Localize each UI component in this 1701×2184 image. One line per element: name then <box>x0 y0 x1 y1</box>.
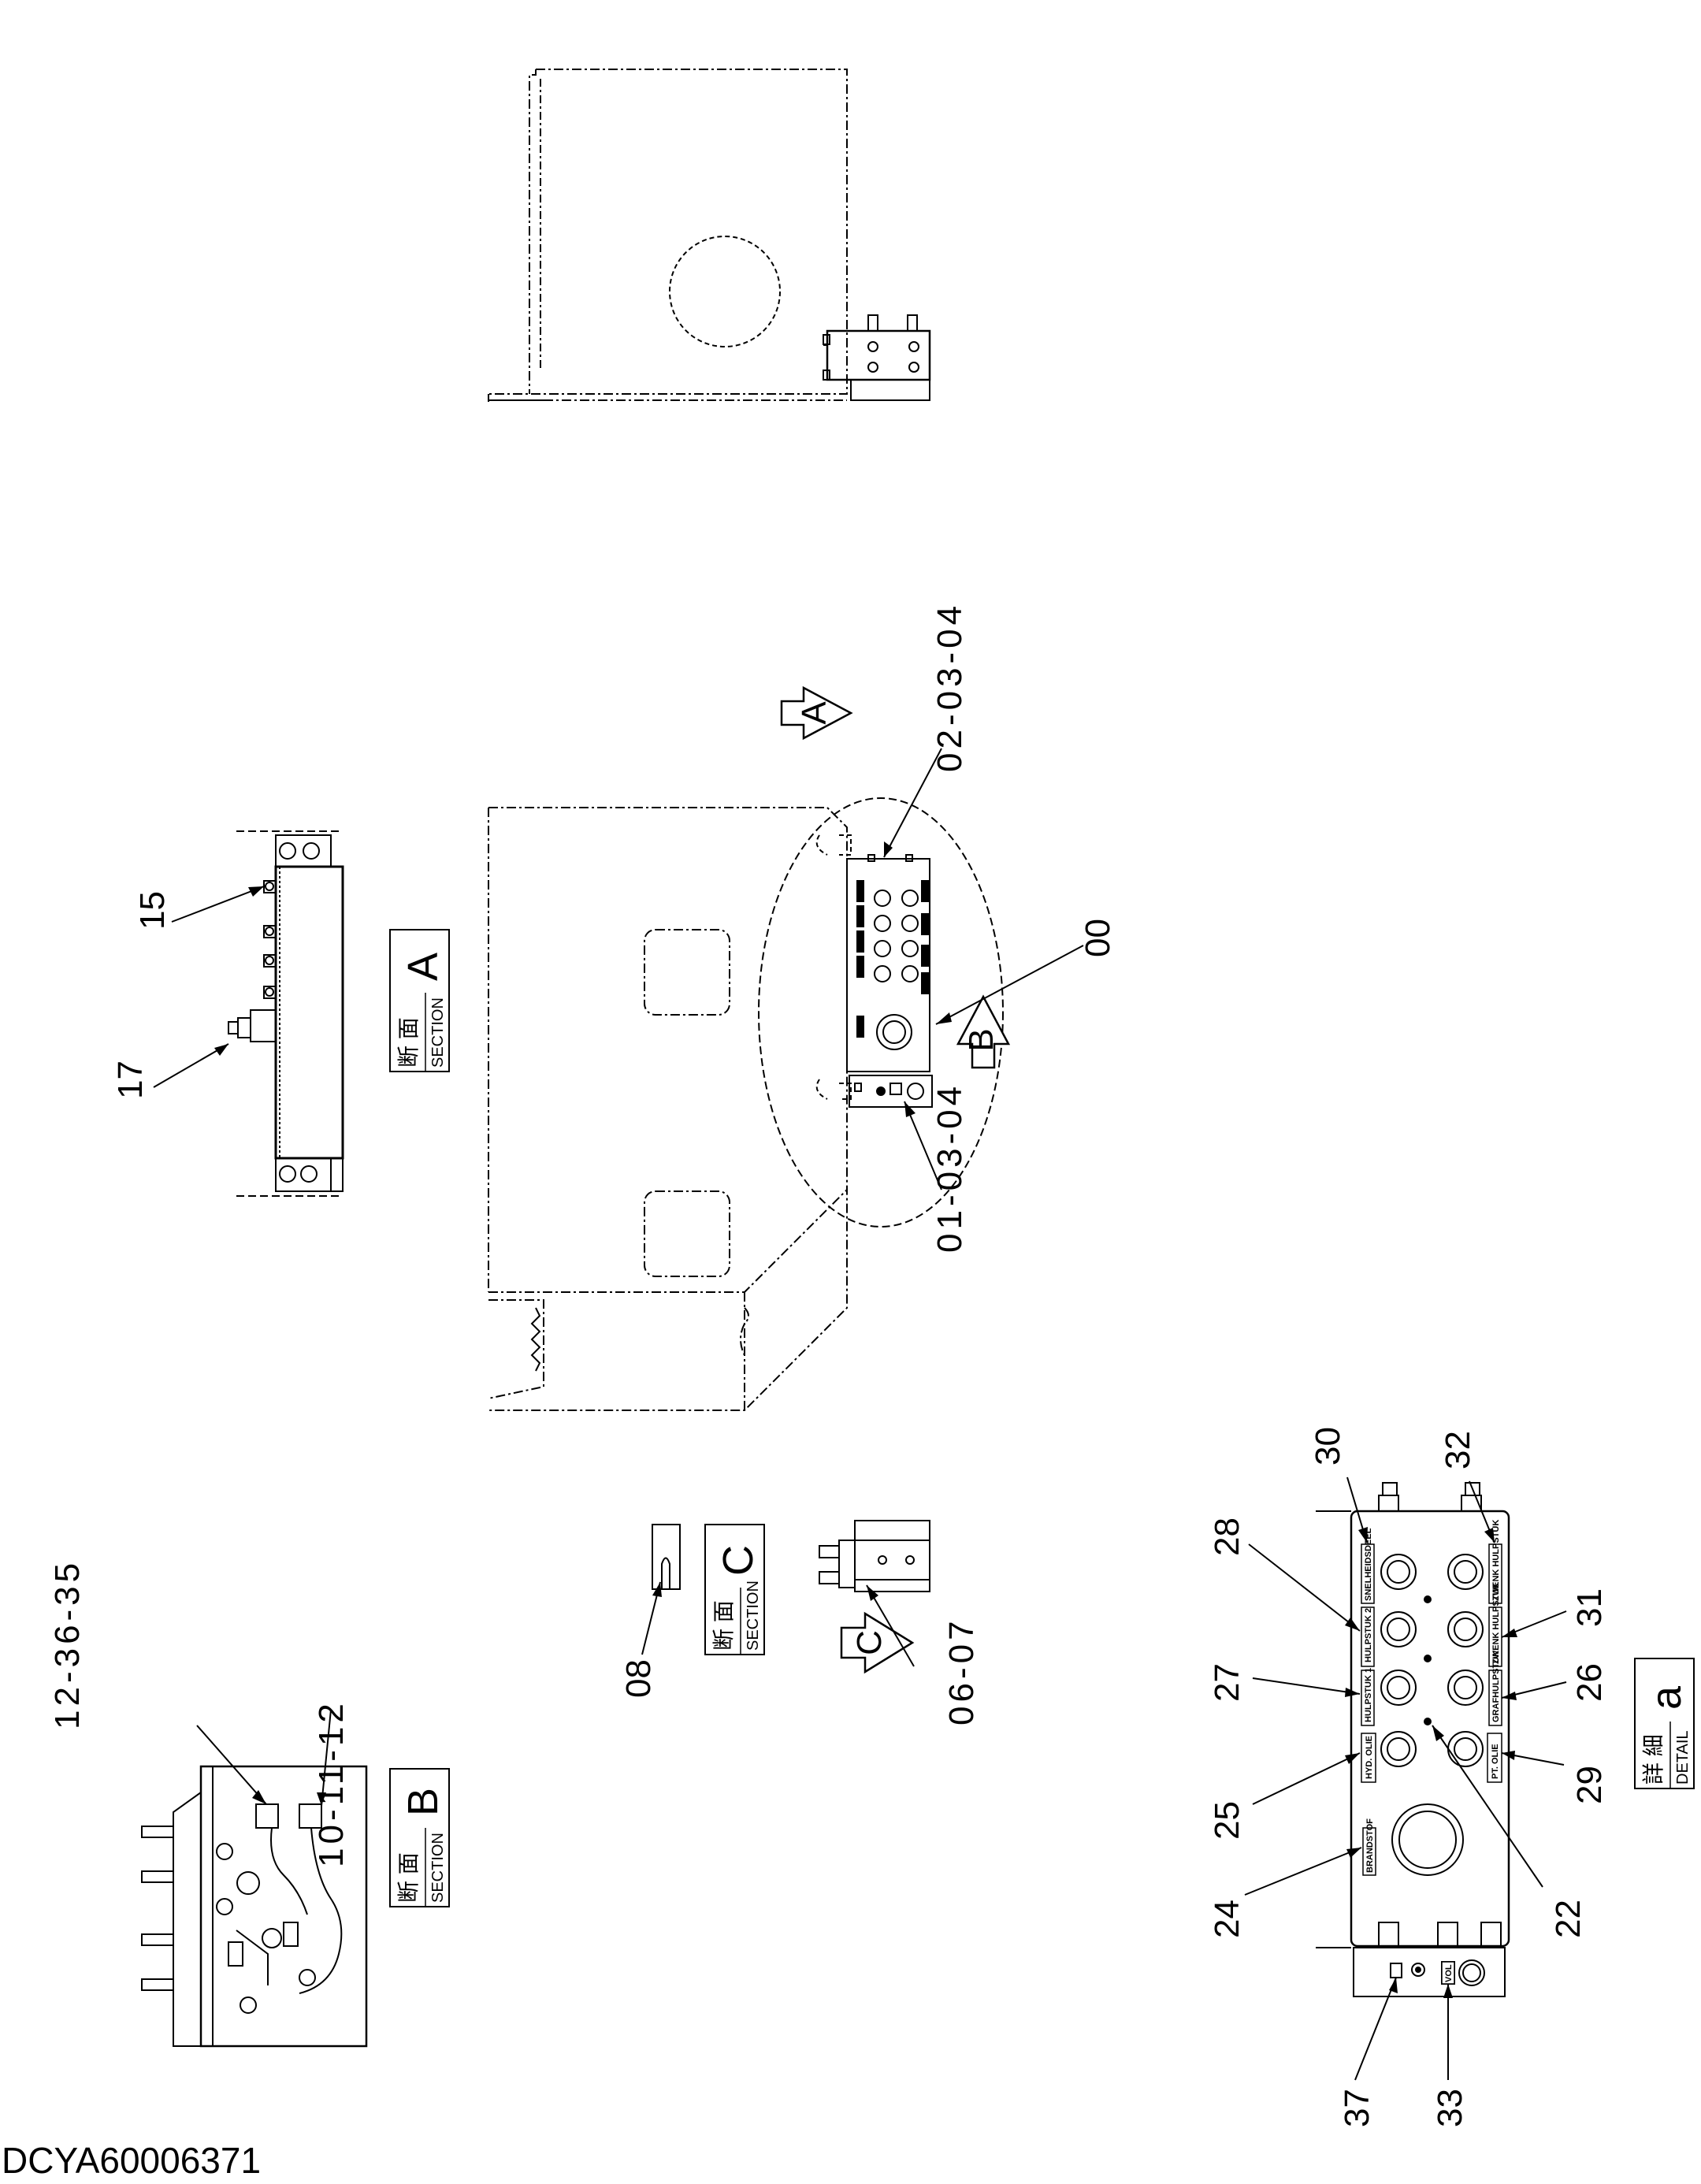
section-c-label: 断 面 SECTION C <box>704 1524 765 1655</box>
detail-arrowheads <box>1345 1527 1517 1998</box>
section-a-letter: A <box>399 953 447 981</box>
document-id: DCYA60006371 <box>2 2140 262 2181</box>
section-b-label: 断 面 SECTION B <box>389 1768 450 1907</box>
callout-27: 27 <box>1208 1663 1246 1702</box>
main-view-zigzag-edge <box>530 1307 541 1372</box>
callout-26: 26 <box>1570 1663 1609 1702</box>
tag-24: BRANDSTOF <box>1365 1818 1375 1873</box>
view-arrow-c: C <box>840 1611 915 1674</box>
detail-a-letter: a <box>1643 1685 1690 1710</box>
section-c-word: SECTION <box>745 1580 762 1651</box>
callout-12-36-35: 12-36-35 <box>48 1559 87 1729</box>
view-arrow-b: B <box>956 994 1011 1069</box>
section-a-kanji: 断 面 <box>396 1017 421 1068</box>
tag-30: SNELHEIDSDEEL <box>1364 1528 1373 1601</box>
main-view-panel <box>815 834 933 1108</box>
tag-28: HULPSTUK 2 <box>1364 1608 1373 1662</box>
tag-27: HULPSTUK 1 <box>1364 1668 1373 1722</box>
callout-22: 22 <box>1549 1900 1588 1938</box>
section-c-view-bracket <box>819 1520 930 1592</box>
callout-37: 37 <box>1338 2089 1376 2127</box>
callout-31: 31 <box>1570 1588 1609 1627</box>
callout-02-03-04: 02-03-04 <box>930 602 969 772</box>
top-view-bracket <box>823 314 931 401</box>
detail-a-word: DETAIL <box>1674 1730 1692 1785</box>
section-a-view <box>228 830 344 1197</box>
callout-00: 00 <box>1079 919 1117 957</box>
view-arrow-a-letter: A <box>795 701 834 725</box>
callout-01-03-04: 01-03-04 <box>930 1083 969 1253</box>
section-b-kanji: 断 面 <box>396 1852 421 1903</box>
tag-33: VOL <box>1444 1964 1454 1982</box>
section-b-letter: B <box>399 1788 447 1816</box>
callout-24: 24 <box>1208 1900 1246 1938</box>
section-c-view-small <box>652 1524 681 1590</box>
detail-tags: SNELHEIDSDEEL ZWENK HULPSTUK HULPSTUK 2 … <box>1361 1520 1502 1985</box>
tag-29: PT. OLIE <box>1491 1744 1500 1779</box>
section-c-letter: C <box>715 1545 762 1576</box>
detail-leaders <box>1244 1476 1567 2081</box>
section-a-label: 断 面 SECTION A <box>389 929 450 1072</box>
tag-25: HYD. OLIE <box>1365 1736 1374 1779</box>
tag-26: GRAFHULPSTUK <box>1491 1651 1501 1722</box>
detail-a-panel <box>1316 1482 1510 1997</box>
main-view-cab-outline <box>488 807 848 1411</box>
tag-31: ZWENK HULPSTUK <box>1491 1583 1501 1664</box>
top-view <box>488 69 931 402</box>
section-b-leaders <box>196 1709 332 1807</box>
section-a-word: SECTION <box>429 997 447 1068</box>
detail-a-kanji: 詳 細 <box>1641 1734 1666 1785</box>
callout-25: 25 <box>1208 1801 1246 1840</box>
callout-32: 32 <box>1439 1431 1477 1469</box>
section-b-word: SECTION <box>429 1833 447 1903</box>
detail-a-label: 詳 細 DETAIL a <box>1634 1658 1695 1789</box>
callout-33: 33 <box>1431 2089 1469 2127</box>
callout-15: 15 <box>133 891 172 930</box>
section-b-view <box>141 1765 368 2048</box>
callout-08: 08 <box>619 1659 658 1698</box>
callout-06-07: 06-07 <box>942 1617 981 1725</box>
section-c-kanji: 断 面 <box>711 1600 736 1651</box>
view-arrow-a: A <box>780 685 853 741</box>
callout-30: 30 <box>1309 1427 1347 1465</box>
view-arrow-b-letter: B <box>962 1028 1001 1051</box>
callout-10-11-12: 10-11-12 <box>312 1699 351 1867</box>
callout-29: 29 <box>1570 1766 1609 1804</box>
detail-a-circle <box>758 797 1004 1228</box>
section-a-leaders <box>153 886 265 1088</box>
callout-28: 28 <box>1208 1517 1246 1556</box>
main-view-leaders <box>883 748 1084 1190</box>
callout-17: 17 <box>111 1060 150 1099</box>
view-arrow-c-letter: C <box>850 1630 889 1655</box>
